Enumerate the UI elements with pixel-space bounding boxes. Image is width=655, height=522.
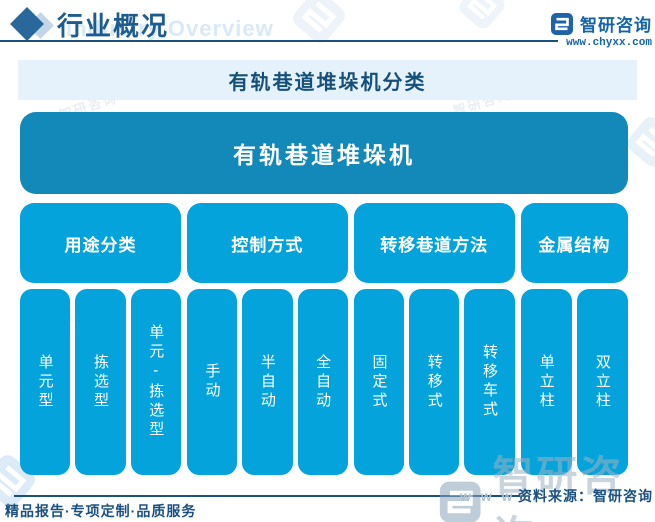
leaf-node: 全自动	[297, 289, 348, 475]
leaf-node: 转移车式	[464, 289, 515, 475]
leaf-label: 单元型	[36, 353, 54, 411]
branch-usage: 用途分类 单元型 拣选型 单元-拣选型	[20, 203, 181, 475]
category-node: 金属结构	[520, 203, 628, 283]
page-title: 行业概况	[57, 12, 170, 41]
leaf-label: 手动	[203, 363, 221, 401]
leaf-node: 单元型	[20, 289, 71, 475]
category-node: 控制方式	[186, 203, 348, 283]
branch-metal-structure: 金属结构 单立柱 双立柱	[520, 203, 628, 475]
tree-root-node: 有轨巷道堆垛机	[20, 112, 628, 194]
diagram-title-bar: 有轨巷道堆垛机分类	[18, 60, 637, 100]
leaf-label: 固定式	[370, 353, 388, 411]
diagram-title: 有轨巷道堆垛机分类	[228, 71, 427, 94]
diamond-icon	[10, 7, 58, 41]
brand-website: www.chyxx.com	[566, 37, 652, 49]
leaf-label: 单元-拣选型	[147, 324, 165, 440]
leaf-label: 转移车式	[481, 344, 499, 420]
category-label: 金属结构	[538, 235, 611, 255]
category-label: 控制方式	[231, 235, 304, 255]
leaf-node: 手动	[186, 289, 238, 475]
branch-control: 控制方式 手动 半自动 全自动	[186, 203, 348, 475]
watermark-logo-icon	[438, 478, 482, 522]
leaf-node: 半自动	[242, 289, 293, 475]
leaf-label: 半自动	[258, 353, 276, 411]
leaf-node: 单立柱	[520, 289, 572, 475]
leaf-node: 转移式	[409, 289, 460, 475]
category-label: 用途分类	[64, 235, 137, 255]
leaf-label: 双立柱	[593, 353, 611, 411]
header-watermark-en: Industry Overview	[66, 16, 274, 41]
leaf-label: 单立柱	[537, 353, 555, 411]
category-node: 转移巷道方法	[353, 203, 515, 283]
category-node: 用途分类	[20, 203, 181, 283]
leaf-node: 固定式	[353, 289, 405, 475]
leaf-label: 转移式	[425, 353, 443, 411]
tree-branches: 用途分类 单元型 拣选型 单元-拣选型 控制方式 手动 半自动 全自动	[20, 203, 628, 475]
footer-tagline: 精品报告·专项定制·品质服务	[5, 503, 197, 519]
category-label: 转移巷道方法	[380, 235, 489, 255]
header-divider	[0, 40, 558, 42]
leaf-node: 单元-拣选型	[130, 289, 181, 475]
classification-tree: 有轨巷道堆垛机 用途分类 单元型 拣选型 单元-拣选型 控制方式 手动	[20, 112, 628, 475]
tree-root-label: 有轨巷道堆垛机	[233, 143, 415, 168]
brand-logo-icon	[550, 12, 574, 36]
branch-aisle-transfer: 转移巷道方法 固定式 转移式 转移车式	[353, 203, 515, 475]
data-source: 资料来源：智研咨询	[518, 488, 653, 504]
leaf-node: 双立柱	[576, 289, 628, 475]
brand-block: 智研咨询 www.chyxx.com	[550, 11, 652, 49]
leaf-node: 拣选型	[75, 289, 126, 475]
footer-divider	[14, 495, 520, 497]
leaf-label: 全自动	[314, 353, 332, 411]
leaf-label: 拣选型	[91, 353, 109, 411]
brand-name: 智研咨询	[580, 16, 652, 35]
page-header: Industry Overview 行业概况 智研咨询 www.chyxx.co…	[0, 0, 655, 49]
